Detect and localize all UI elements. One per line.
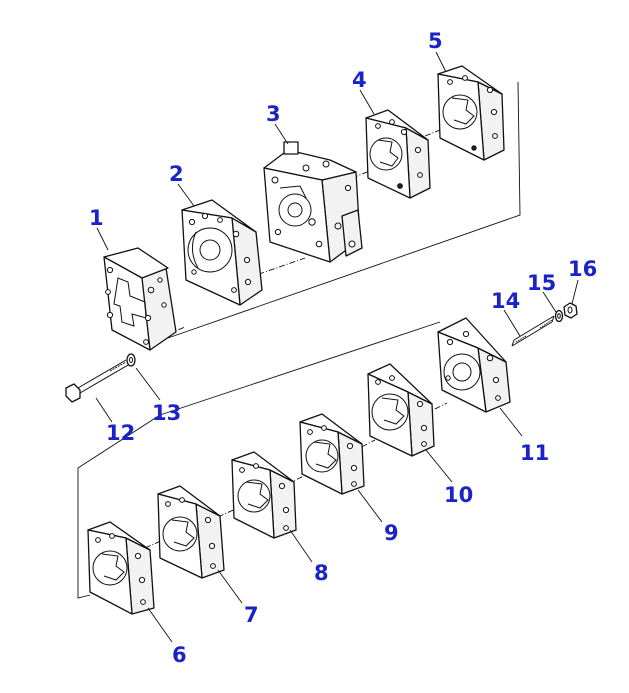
part-14-stud [511,315,555,347]
callout-labels: 1 2 3 4 5 6 7 8 9 10 11 12 13 14 15 16 [89,29,597,667]
part-13-washer [126,353,136,367]
part-16-nut [563,302,578,319]
callout-13: 13 [152,401,181,425]
callout-4: 4 [352,68,367,92]
callout-10: 10 [444,483,473,507]
part-15-washer [554,309,564,323]
callout-12: 12 [106,421,135,445]
callout-1: 1 [89,206,104,230]
callout-11: 11 [520,441,549,465]
part-10-section [367,363,435,457]
callout-8: 8 [314,561,329,585]
part-2-section [181,199,263,306]
part-11-inlet-cover [437,317,511,413]
assembly-outline [77,81,521,599]
leader-lines [95,51,579,643]
part-9-section [299,413,365,495]
part-1-end-cover [103,247,177,351]
callout-3: 3 [266,102,281,126]
part-5-section [437,65,505,161]
callout-15: 15 [527,271,556,295]
part-3-main-body [263,141,363,263]
callout-5: 5 [428,29,443,53]
callout-7: 7 [244,603,259,627]
part-12-bolt [65,359,129,403]
part-8-section [231,451,297,539]
callout-9: 9 [384,521,399,545]
part-4-section [365,109,431,199]
part-7-section [157,485,225,579]
callout-16: 16 [568,257,597,281]
part-6-section [87,521,155,615]
callout-6: 6 [172,643,187,667]
callout-14: 14 [491,289,520,313]
callout-2: 2 [169,162,184,186]
